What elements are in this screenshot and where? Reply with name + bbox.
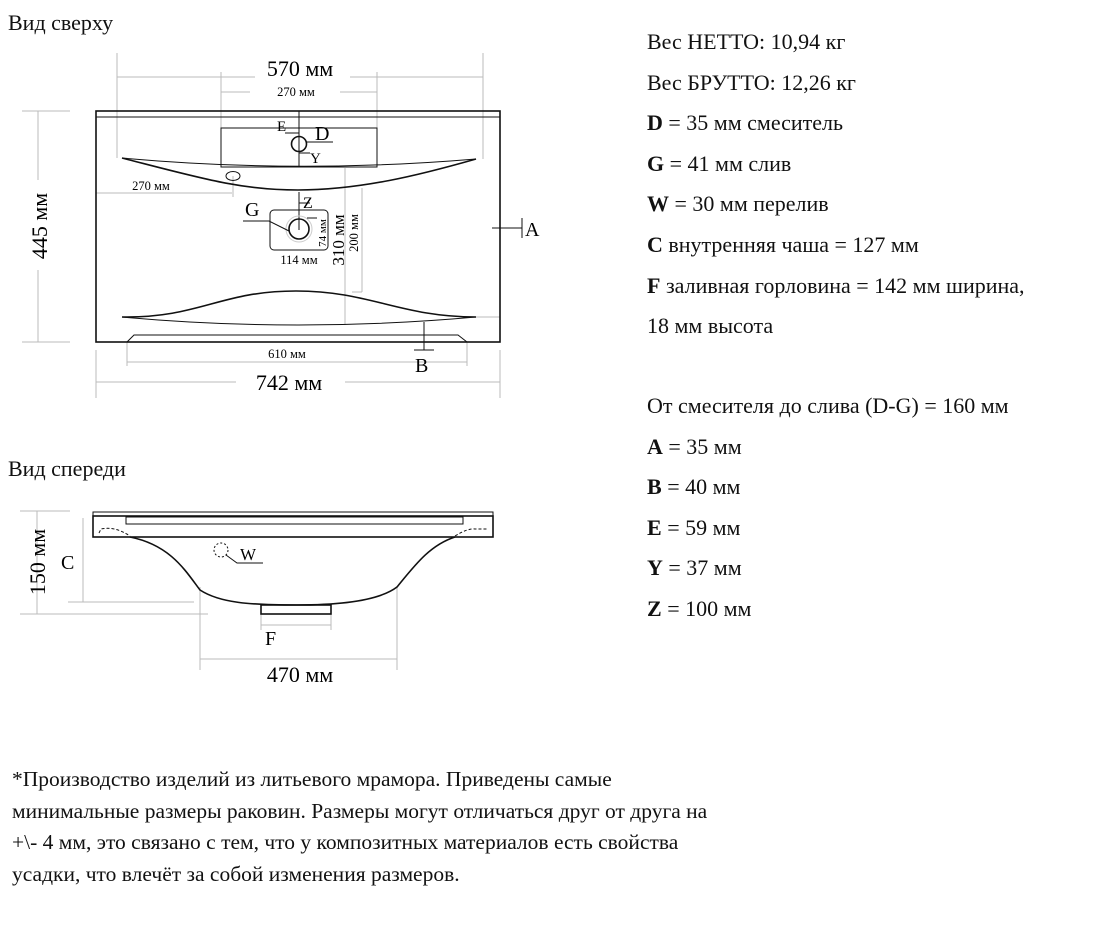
label-D: D [315,123,329,145]
spec-line: W = 30 мм перелив [647,191,829,217]
dim-150: 150 мм [25,529,50,595]
label-Y: Y [310,151,321,167]
countertop-profile [92,515,494,538]
mixer-hole-D [290,135,308,153]
footnote: *Производство изделий из литьевого мрамо… [12,767,708,886]
front-view-drawing: 150 мм C W F 470 мм [20,510,494,687]
spec-line: A = 35 мм [647,433,742,459]
bowl-profile [129,536,456,606]
spec-line: C внутренняя чаша = 127 мм [647,231,919,257]
drain-neck-F [260,604,332,615]
dim-570: 570 мм [267,56,333,81]
top-view-heading: Вид сверху [8,10,114,35]
label-F: F [265,628,276,650]
dim-610: 610 мм [268,347,306,361]
spec-line: E = 59 мм [647,514,741,540]
spec-line: 18 мм высота [647,313,774,339]
spec-line: Вес БРУТТО: 12,26 кг [647,69,856,95]
spec-line: D = 35 мм смеситель [647,110,844,136]
overflow-hole [225,171,241,181]
sink-outline [95,110,501,343]
dim-445: 445 мм [27,193,52,259]
label-B: B [415,355,428,377]
dim-200: 200 мм [347,214,361,252]
label-G: G [245,199,259,221]
dim-470: 470 мм [267,662,333,687]
spec-line: G = 41 мм слив [647,150,792,176]
spec-list: Вес НЕТТО: 10,94 кг Вес БРУТТО: 12,26 кг… [647,22,1025,347]
dim-270-deck: 270 мм [277,85,315,99]
dim-74: 74 мм [317,219,329,247]
spec-line: От смесителя до слива (D-G) = 160 мм [647,393,1009,418]
spec-line: B = 40 мм [647,474,741,500]
drain-hole-G [288,218,310,240]
label-C: C [61,552,74,574]
label-Z: Z [303,195,313,212]
dim-270-left: 270 мм [132,179,170,193]
drain-area [269,209,329,251]
dim-310: 310 мм [329,214,348,266]
spec-line: Z = 100 мм [647,595,752,621]
label-E: E [277,119,286,135]
top-view-drawing: 570 мм 270 мм 270 мм 445 мм 114 мм 74 мм… [22,53,540,398]
spec-list-2: От смесителя до слива (D-G) = 160 мм A =… [647,386,1009,630]
bowl-front-edge [121,290,477,318]
front-view-heading: Вид спереди [8,456,126,481]
spec-line: Y = 37 мм [647,555,742,581]
spec-line: F заливная горловина = 142 мм ширина, [647,272,1025,298]
dim-114: 114 мм [280,253,317,267]
label-A: A [525,219,540,241]
bowl-top-edge [121,157,477,191]
spec-line: Вес НЕТТО: 10,94 кг [647,29,846,54]
dim-742: 742 мм [256,370,322,395]
label-W: W [240,545,257,564]
overflow-W [213,542,229,558]
